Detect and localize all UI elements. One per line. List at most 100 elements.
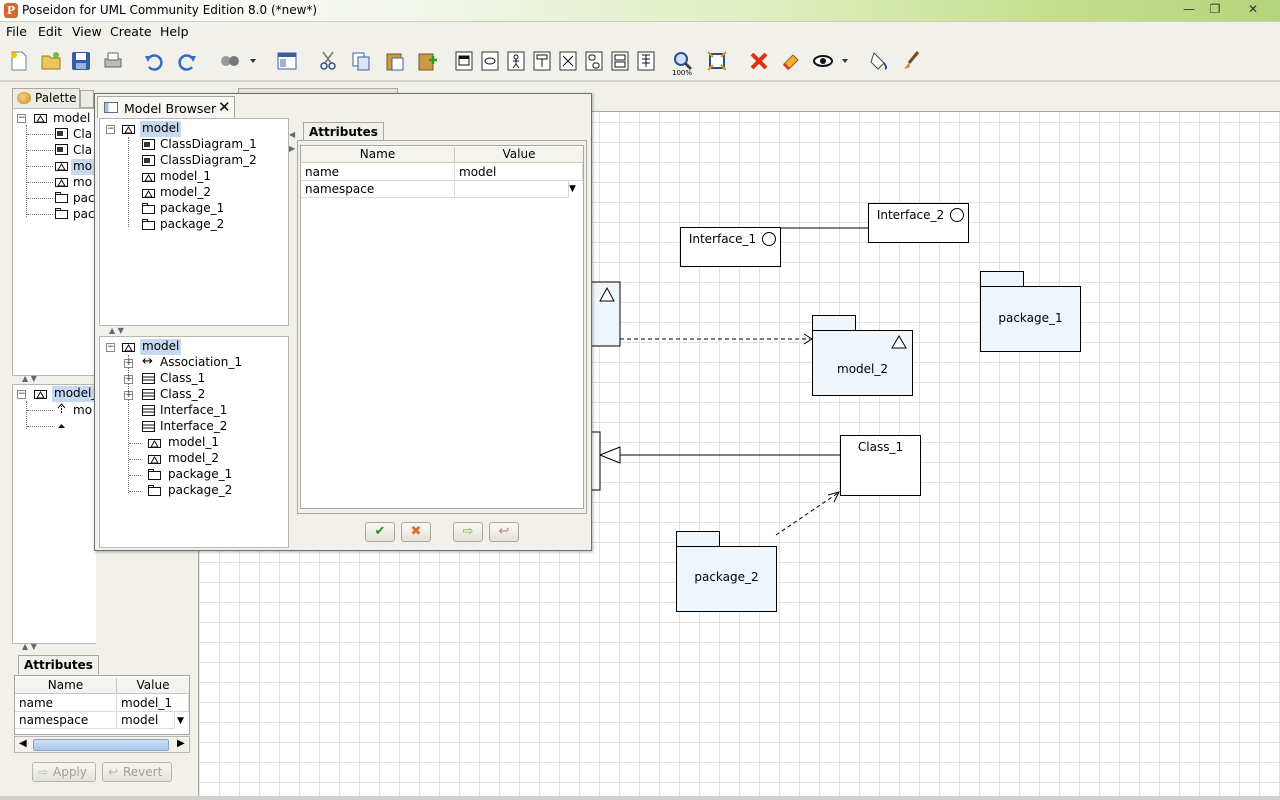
attr-value-cell[interactable] [455,181,569,198]
collapse-icon[interactable]: − [106,342,115,352]
tree-item[interactable]: Cla [73,143,93,157]
uml-interface[interactable]: Interface_1 [680,227,781,267]
apply-button[interactable]: ⇨ Apply [32,762,96,782]
cut-icon[interactable] [318,50,340,72]
diagram-actor-icon[interactable] [506,50,528,72]
tree-item[interactable]: Interface_2 [160,419,228,433]
diagram-class-icon[interactable] [454,50,476,72]
uml-package[interactable]: package_2 [676,546,777,612]
diagram-sequence-icon[interactable] [532,50,554,72]
close-icon[interactable]: ✕ [218,98,231,116]
attr-value-cell[interactable]: model [455,164,583,181]
copy-icon[interactable] [350,50,372,72]
scroll-thumb[interactable] [33,739,169,751]
uml-model[interactable]: model_2 [812,330,913,396]
tree-item[interactable]: Class_2 [160,387,206,401]
close-window-button[interactable]: ✕ [1247,2,1259,16]
splitter-arrows[interactable]: ▲ ▼ [22,642,37,651]
tab-palette[interactable]: Palette [12,88,80,108]
maximize-button[interactable]: ❐ [1209,2,1221,16]
fit-icon[interactable] [706,50,728,72]
redo-icon[interactable] [176,50,198,72]
revert-button[interactable]: ↩ [489,522,519,542]
dialog-tab[interactable]: Model Browser ✕ [97,96,235,118]
apply-button[interactable]: ⇨ [453,522,483,542]
tree-item-selected[interactable]: mo [71,159,95,175]
tree-item[interactable]: model_1 [168,435,219,449]
tree-item[interactable]: Association_1 [160,355,242,369]
delete-icon[interactable] [748,50,770,72]
tab-navigation[interactable] [80,90,94,108]
tree-item[interactable]: model_2 [160,185,211,199]
open-icon[interactable] [40,50,62,72]
expand-icon[interactable]: + [124,358,133,368]
tree-item[interactable]: pac [73,191,95,205]
column-header-name[interactable]: Name [301,147,455,163]
paste-special-icon[interactable] [416,50,438,72]
undo-icon[interactable] [143,50,165,72]
collapse-icon[interactable]: − [17,389,26,399]
zoom-100-icon[interactable]: 100% [672,50,698,78]
tree-item[interactable]: package_2 [168,483,233,497]
revert-button[interactable]: ↩ Revert [102,762,172,782]
cancel-button[interactable]: ✖ [401,522,431,542]
collapse-icon[interactable]: − [17,113,26,123]
tree-item[interactable]: ClassDiagram_1 [160,137,257,151]
dropdown-arrow-icon[interactable]: ▼ [177,716,184,726]
tree-item-selected[interactable]: model [140,121,182,137]
scroll-left-icon[interactable]: ◀ [19,738,27,749]
menu-create[interactable]: Create [110,24,152,39]
horizontal-scrollbar[interactable]: ◀ ▶ [14,736,190,753]
new-icon[interactable] [8,50,30,72]
fill-icon[interactable] [868,50,890,72]
expand-icon[interactable]: + [124,374,133,384]
tree-item[interactable]: package_1 [160,201,225,215]
tree-item[interactable]: mo [73,403,93,417]
diagram-state-icon[interactable] [584,50,606,72]
divider-arrows[interactable]: ◀▶ [289,130,296,153]
tree-item[interactable]: Class_1 [160,371,206,385]
tree-item[interactable]: package_2 [160,217,225,231]
navigate-icon[interactable] [218,50,258,72]
tree-item[interactable]: Cla [73,127,93,141]
layout-icon[interactable] [276,50,298,72]
attr-value-cell[interactable]: model_1 [117,695,189,712]
uml-package[interactable]: package_1 [980,286,1081,352]
tree-item[interactable]: package_1 [168,467,233,481]
diagram-collab-icon[interactable] [558,50,580,72]
tree-item[interactable]: ClassDiagram_2 [160,153,257,167]
tab-attributes[interactable]: Attributes [18,655,99,674]
tree-item-selected[interactable]: model [140,339,182,355]
tree-item[interactable]: mo [73,175,93,189]
diagram-activity-icon[interactable] [610,50,632,72]
tree-item-selected[interactable]: model_ [52,386,96,402]
menu-view[interactable]: View [72,24,102,39]
tree-item[interactable]: model [53,111,91,125]
tree-item[interactable]: Interface_1 [160,403,228,417]
collapse-icon[interactable]: − [106,124,115,134]
splitter-arrows[interactable]: ▲ ▼ [22,374,37,383]
uml-interface[interactable]: Interface_2 [868,203,969,243]
diagram-usecase-icon[interactable] [480,50,502,72]
eye-icon[interactable] [812,50,852,72]
expand-icon[interactable]: + [124,390,133,400]
eraser-icon[interactable] [780,50,802,72]
menu-file[interactable]: File [6,24,27,39]
menu-edit[interactable]: Edit [38,24,63,39]
diagram-deploy-icon[interactable] [636,50,658,72]
ok-button[interactable]: ✔ [365,522,395,542]
menu-help[interactable]: Help [160,24,189,39]
brush-icon[interactable] [900,50,922,72]
uml-class[interactable]: Class_1 [840,435,921,496]
splitter-arrows[interactable]: ▲ ▼ [109,326,124,335]
column-header-name[interactable]: Name [15,678,117,694]
tree-item[interactable]: model_2 [168,451,219,465]
column-header-value[interactable]: Value [455,147,583,163]
paste-icon[interactable] [384,50,406,72]
scroll-right-icon[interactable]: ▶ [177,738,185,749]
print-icon[interactable] [102,50,124,72]
tab-attributes[interactable]: Attributes [303,122,384,141]
tree-item[interactable]: pac [73,207,95,221]
dropdown-arrow-icon[interactable]: ▼ [569,184,576,194]
save-icon[interactable] [70,50,92,72]
